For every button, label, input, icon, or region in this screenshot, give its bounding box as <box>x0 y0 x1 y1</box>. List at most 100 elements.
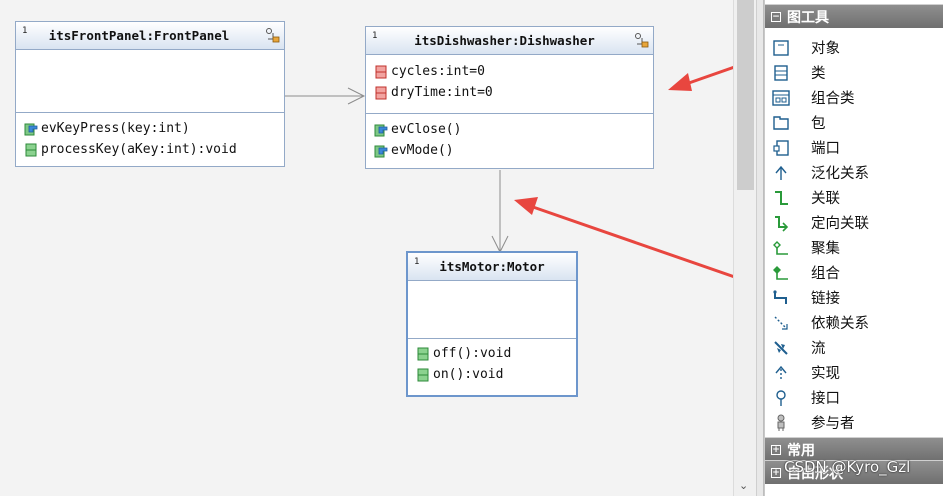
actor-icon <box>771 413 791 433</box>
association-icon <box>771 188 791 208</box>
operation-row[interactable]: evMode() <box>374 140 645 161</box>
toolbox-item[interactable]: 链接 <box>765 285 943 310</box>
realization-icon <box>771 363 791 383</box>
attribute-icon <box>375 65 387 78</box>
composition-icon <box>771 263 791 283</box>
toolbox-item-label: 包 <box>811 116 826 132</box>
toolbox-item[interactable]: 对象 <box>765 35 943 60</box>
link-icon <box>771 288 791 308</box>
reception-icon <box>374 145 388 157</box>
toolbox-item-label: 端口 <box>811 141 840 157</box>
multiplicity-label: 1 <box>22 26 28 36</box>
collapse-icon[interactable]: − <box>771 11 781 22</box>
reception-icon <box>374 124 388 136</box>
class-header: 1 itsDishwasher:Dishwasher <box>366 27 653 55</box>
class-header: 1 itsMotor:Motor <box>408 253 576 281</box>
toolbox-item[interactable]: 聚集 <box>765 235 943 260</box>
operation-text: evClose() <box>391 122 462 137</box>
toolbox-item-label: 聚集 <box>811 241 840 257</box>
class-dishwasher[interactable]: 1 itsDishwasher:Dishwasher cycles:int=0 … <box>365 26 654 169</box>
toolbox-item[interactable]: 组合类 <box>765 85 943 110</box>
operation-text: evMode() <box>391 143 454 158</box>
attribute-row[interactable]: cycles:int=0 <box>374 61 645 82</box>
toolbox-item[interactable]: 接口 <box>765 385 943 410</box>
panel-splitter[interactable] <box>756 0 764 496</box>
attribute-text: cycles:int=0 <box>391 64 485 79</box>
toolbox-item[interactable]: 流 <box>765 335 943 360</box>
class-motor[interactable]: 1 itsMotor:Motor off():void on():void <box>406 251 578 397</box>
toolbox-section-freeform[interactable]: + 自由形状 <box>765 460 943 484</box>
operations-compartment: off():void on():void <box>408 339 576 389</box>
toolbox-item[interactable]: 包 <box>765 110 943 135</box>
toolbox-header[interactable]: − 图工具 <box>765 4 943 28</box>
operation-icon <box>25 143 37 156</box>
toolbox-item-label: 定向关联 <box>811 216 869 232</box>
class-title: itsDishwasher:Dishwasher <box>414 33 595 48</box>
multiplicity-label: 1 <box>414 257 420 267</box>
toolbox-item[interactable]: 依赖关系 <box>765 310 943 335</box>
scroll-down-icon[interactable]: ⌄ <box>739 479 749 492</box>
toolbox-section-common[interactable]: + 常用 <box>765 437 943 461</box>
port-icon <box>771 138 791 158</box>
attributes-compartment <box>16 50 284 113</box>
toolbox-item-label: 接口 <box>811 391 840 407</box>
toolbox-item[interactable]: 端口 <box>765 135 943 160</box>
toolbox-item[interactable]: 关联 <box>765 185 943 210</box>
attribute-text: dryTime:int=0 <box>391 85 493 100</box>
navigate-icon[interactable] <box>633 32 649 48</box>
reception-icon <box>24 123 38 135</box>
operation-text: processKey(aKey:int):void <box>41 142 237 157</box>
class-title: itsFrontPanel:FrontPanel <box>48 28 230 43</box>
scrollbar-thumb[interactable] <box>737 0 754 190</box>
operations-compartment: evClose() evMode() <box>366 114 653 165</box>
toolbox-item[interactable]: 组合 <box>765 260 943 285</box>
operation-row[interactable]: evKeyPress(key:int) <box>24 118 276 139</box>
toolbox-item-label: 流 <box>811 341 826 357</box>
vertical-scrollbar[interactable]: ⌄ <box>733 0 756 496</box>
class-icon <box>771 63 791 83</box>
toolbox-section-label: 自由形状 <box>787 465 843 482</box>
navigate-icon[interactable] <box>264 27 280 43</box>
operation-row[interactable]: on():void <box>416 364 568 385</box>
toolbox-item-label: 类 <box>811 66 826 82</box>
attribute-row[interactable]: dryTime:int=0 <box>374 82 645 103</box>
toolbox-panel: − 图工具 对象类组合类包端口泛化关系关联定向关联聚集组合链接依赖关系流实现接口… <box>764 0 943 496</box>
operation-row[interactable]: off():void <box>416 343 568 364</box>
toolbox-item[interactable]: 定向关联 <box>765 210 943 235</box>
expand-icon[interactable]: + <box>771 467 781 478</box>
operation-text: off():void <box>433 346 512 361</box>
package-icon <box>771 113 791 133</box>
class-frontpanel[interactable]: 1 itsFrontPanel:FrontPanel evKeyPress(ke… <box>15 21 285 167</box>
operation-row[interactable]: processKey(aKey:int):void <box>24 139 276 160</box>
connectors-layer <box>284 87 509 254</box>
toolbox-item-label: 参与者 <box>811 416 855 432</box>
flow-icon <box>771 338 791 358</box>
generalization-icon <box>771 163 791 183</box>
multiplicity-label: 1 <box>372 31 378 41</box>
operation-icon <box>417 368 429 381</box>
association-arrowhead-dishwasher <box>347 87 366 105</box>
aggregation-icon <box>771 238 791 258</box>
operation-text: on():void <box>433 367 504 382</box>
diagram-canvas[interactable]: 1 itsFrontPanel:FrontPanel evKeyPress(ke… <box>0 0 733 496</box>
interface-icon <box>771 388 791 408</box>
toolbox-item-label: 依赖关系 <box>811 316 869 332</box>
operation-row[interactable]: evClose() <box>374 119 645 140</box>
toolbox-item[interactable]: 参与者 <box>765 410 943 435</box>
toolbox-item[interactable]: 类 <box>765 60 943 85</box>
operation-icon <box>417 347 429 360</box>
toolbox-item[interactable]: 实现 <box>765 360 943 385</box>
toolbox-item[interactable]: 泛化关系 <box>765 160 943 185</box>
composite-class-icon <box>771 88 791 108</box>
toolbox-item-label: 组合类 <box>811 91 855 107</box>
attribute-icon <box>375 86 387 99</box>
toolbox-item-label: 对象 <box>811 41 840 57</box>
toolbox-item-label: 组合 <box>811 266 840 282</box>
class-header: 1 itsFrontPanel:FrontPanel <box>16 22 284 50</box>
toolbox-item-label: 关联 <box>811 191 840 207</box>
expand-icon[interactable]: + <box>771 444 781 455</box>
operation-text: evKeyPress(key:int) <box>41 121 190 136</box>
toolbox-items: 对象类组合类包端口泛化关系关联定向关联聚集组合链接依赖关系流实现接口参与者 <box>765 28 943 435</box>
toolbox-item-label: 实现 <box>811 366 840 382</box>
dependency-icon <box>771 313 791 333</box>
